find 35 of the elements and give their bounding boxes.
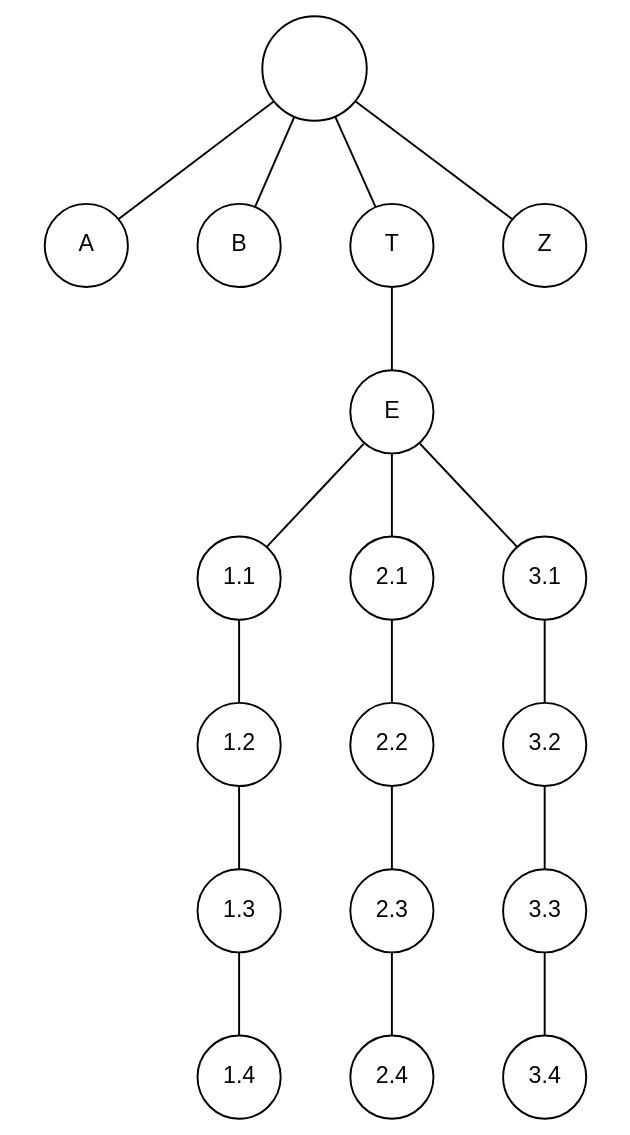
node-circle: 1.3 bbox=[196, 868, 282, 954]
node-circle: 2.2 bbox=[348, 701, 434, 787]
node-circle bbox=[260, 15, 368, 122]
connector bbox=[333, 115, 376, 208]
connector bbox=[390, 286, 393, 372]
node-circle: 3.4 bbox=[501, 1034, 587, 1120]
node-circle: 1.1 bbox=[196, 535, 282, 621]
node-circle: 2.3 bbox=[348, 868, 434, 954]
connector bbox=[237, 951, 240, 1037]
connector bbox=[390, 452, 393, 538]
connector bbox=[418, 442, 518, 548]
node-circle: E bbox=[348, 369, 434, 455]
node-circle: 3.2 bbox=[501, 701, 587, 787]
node-circle: Z bbox=[501, 202, 587, 289]
connector bbox=[543, 785, 546, 871]
node-circle: 3.1 bbox=[501, 535, 587, 621]
node-circle: 2.4 bbox=[348, 1034, 434, 1120]
connector bbox=[354, 100, 513, 220]
connector bbox=[390, 951, 393, 1037]
connector bbox=[237, 619, 240, 704]
node-circle: T bbox=[348, 202, 434, 289]
node-circle: 2.1 bbox=[348, 535, 434, 621]
node-circle: 1.2 bbox=[196, 701, 282, 787]
connector bbox=[237, 785, 240, 871]
connector bbox=[543, 951, 546, 1037]
connector bbox=[390, 619, 393, 704]
node-circle: 3.3 bbox=[501, 868, 587, 954]
connector bbox=[117, 100, 275, 220]
connector bbox=[265, 442, 365, 548]
connector bbox=[390, 785, 393, 871]
node-circle: B bbox=[196, 202, 282, 289]
node-circle: 1.4 bbox=[196, 1034, 282, 1120]
connector bbox=[253, 115, 295, 208]
connector bbox=[543, 619, 546, 704]
node-circle: A bbox=[43, 202, 129, 289]
